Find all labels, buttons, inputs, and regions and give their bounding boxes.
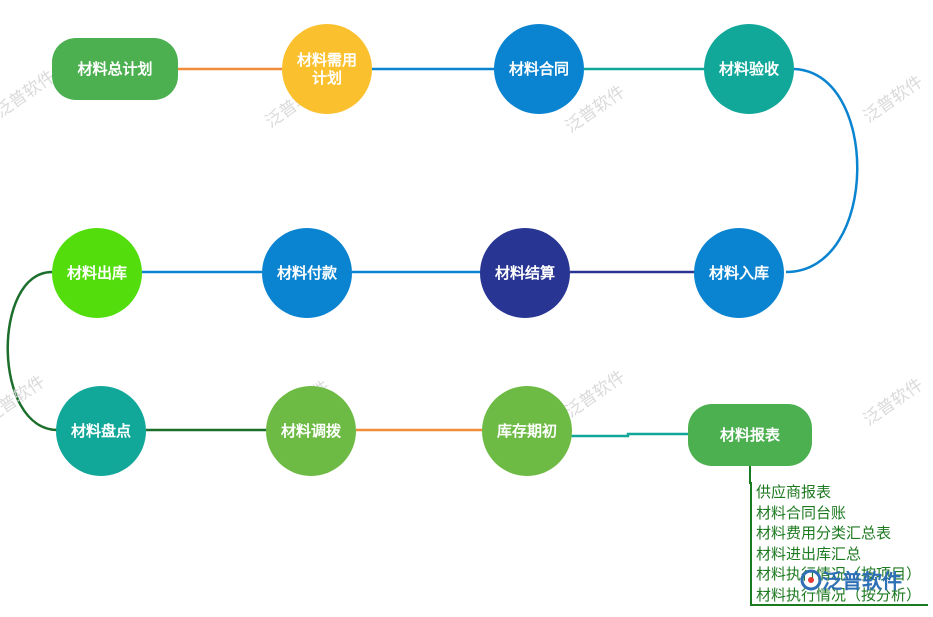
logo-text: 泛普软件 bbox=[822, 569, 902, 593]
node-label: 材料出库 bbox=[66, 264, 127, 282]
report-list: 供应商报表 材料合同台账 材料费用分类汇总表 材料进出库汇总 材料执行情况（按项… bbox=[750, 482, 928, 606]
node-material-settlement: 材料结算 bbox=[480, 228, 570, 318]
connector-acceptance-inbound bbox=[785, 67, 859, 274]
connector-outbound-inventory bbox=[6, 270, 59, 432]
logo-icon bbox=[800, 569, 822, 590]
node-material-contract: 材料合同 bbox=[494, 24, 584, 114]
node-label: 材料调拨 bbox=[280, 422, 341, 440]
node-label: 材料验收 bbox=[718, 60, 779, 78]
node-material-demand-plan: 材料需用 计划 bbox=[282, 24, 372, 114]
node-label-line1: 材料需用 bbox=[296, 51, 357, 69]
report-item: 材料合同台账 bbox=[756, 503, 847, 522]
node-label: 材料盘点 bbox=[70, 422, 131, 440]
node-label: 材料付款 bbox=[276, 264, 337, 282]
node-material-acceptance: 材料验收 bbox=[704, 24, 794, 114]
connector-opening-report bbox=[570, 432, 688, 438]
node-material-report: 材料报表 bbox=[688, 404, 812, 466]
node-label: 材料合同 bbox=[508, 60, 569, 78]
report-item: 材料费用分类汇总表 bbox=[756, 524, 892, 543]
node-material-transfer: 材料调拨 bbox=[266, 386, 356, 476]
brand-logo: 泛普软件 bbox=[800, 565, 902, 594]
node-label: 材料报表 bbox=[719, 426, 780, 444]
node-label-line2: 计划 bbox=[311, 69, 342, 87]
node-material-outbound: 材料出库 bbox=[52, 228, 142, 318]
node-opening-stock: 库存期初 bbox=[482, 386, 572, 476]
node-label: 库存期初 bbox=[496, 422, 557, 440]
node-material-payment: 材料付款 bbox=[262, 228, 352, 318]
report-item: 材料执行情况（按项目） bbox=[756, 565, 922, 584]
node-material-inbound: 材料入库 bbox=[694, 228, 784, 318]
node-label: 材料总计划 bbox=[77, 60, 153, 78]
node-material-inventory: 材料盘点 bbox=[56, 386, 146, 476]
report-item: 材料进出库汇总 bbox=[756, 544, 862, 563]
node-label: 材料结算 bbox=[494, 264, 555, 282]
node-label: 材料入库 bbox=[708, 264, 769, 282]
report-item: 材料执行情况（按分析） bbox=[756, 585, 922, 604]
node-material-plan: 材料总计划 bbox=[52, 38, 178, 100]
report-item: 供应商报表 bbox=[756, 483, 832, 501]
